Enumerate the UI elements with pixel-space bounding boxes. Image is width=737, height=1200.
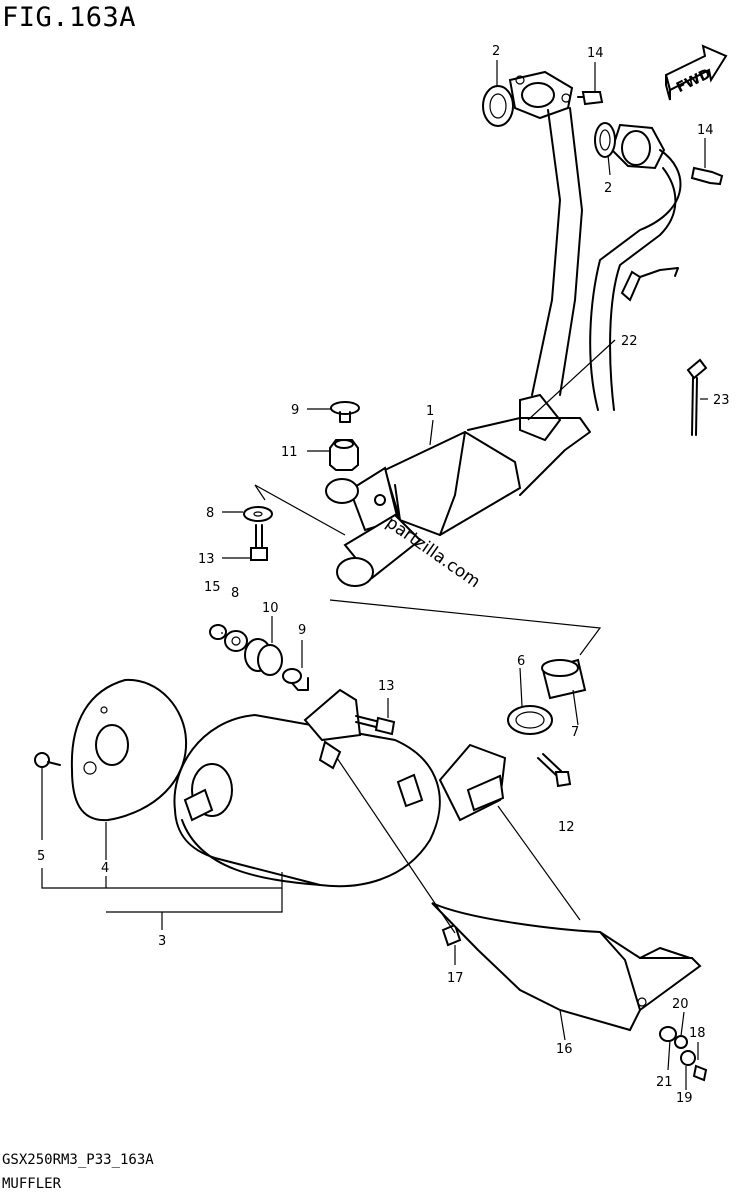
- callout-3: 3: [158, 934, 166, 949]
- bolt-13-lower: [355, 715, 396, 736]
- callout-9-upper: 9: [291, 403, 299, 418]
- callout-2-upper: 2: [492, 44, 500, 59]
- washer-8-lower: [224, 630, 248, 652]
- callout-15: 15: [204, 580, 221, 595]
- callout-labels: 1 2 2 3 4 5 6 7 8 8 9 9 10 11 12 13 13 1…: [37, 44, 730, 1106]
- cable-tie: [686, 358, 708, 436]
- callout-13-upper: 13: [198, 552, 215, 567]
- collar-21: [659, 1026, 677, 1042]
- muffler-protector: [431, 902, 702, 1032]
- figure-title: FIG.163A: [2, 2, 137, 33]
- callout-13-lower: 13: [378, 679, 395, 694]
- callout-16: 16: [556, 1042, 573, 1057]
- callout-6: 6: [517, 654, 525, 669]
- callout-20: 20: [672, 997, 689, 1012]
- leader-lines: [41, 60, 708, 1090]
- callout-2-lower: 2: [604, 181, 612, 196]
- callout-19: 19: [676, 1091, 693, 1106]
- fwd-arrow-icon: FWD: [664, 44, 728, 101]
- callout-11: 11: [281, 445, 298, 460]
- oxygen-sensor: [620, 267, 679, 302]
- diagram-code: GSX250RM3_P33_163A: [2, 1152, 154, 1168]
- washer-20: [674, 1035, 688, 1049]
- washer-9-lower: [282, 668, 309, 691]
- washer-9-upper: [330, 401, 360, 423]
- screw-5: [34, 752, 61, 768]
- nut-15: [209, 624, 227, 640]
- callout-17: 17: [447, 971, 464, 986]
- gasket-lower: [594, 122, 616, 158]
- screw-18: [692, 1064, 708, 1082]
- callout-5: 5: [37, 849, 45, 864]
- callout-1: 1: [426, 404, 434, 419]
- callout-4: 4: [101, 861, 109, 876]
- callout-22: 22: [621, 334, 638, 349]
- diagram-name: MUFFLER: [2, 1176, 62, 1192]
- bolt-14-lower: [690, 166, 724, 186]
- bolt-13-upper: [250, 524, 268, 561]
- bolt-12: [537, 753, 572, 788]
- muffler-end-cover: [70, 678, 188, 822]
- washer-8: [243, 506, 273, 522]
- joint-7: [541, 658, 587, 700]
- cushion-10: [244, 638, 283, 676]
- washer-19: [680, 1050, 696, 1066]
- callout-8-upper: 8: [206, 506, 214, 521]
- callout-23: 23: [713, 393, 730, 408]
- callout-14-lower: 14: [697, 123, 714, 138]
- callout-12: 12: [558, 820, 575, 835]
- muffler-body: [173, 713, 507, 888]
- callout-8-lower: 8: [231, 586, 239, 601]
- callout-9-lower: 9: [298, 623, 306, 638]
- cushion-11: [329, 439, 359, 471]
- callout-7: 7: [571, 725, 579, 740]
- callout-21: 21: [656, 1075, 673, 1090]
- callout-18: 18: [689, 1026, 706, 1041]
- exhaust-header-pipe: [325, 70, 682, 587]
- bolt-14-upper: [577, 91, 604, 106]
- gasket-upper: [482, 85, 514, 127]
- callout-10: 10: [262, 601, 279, 616]
- callout-14-upper: 14: [587, 46, 604, 61]
- gasket-6: [507, 705, 553, 735]
